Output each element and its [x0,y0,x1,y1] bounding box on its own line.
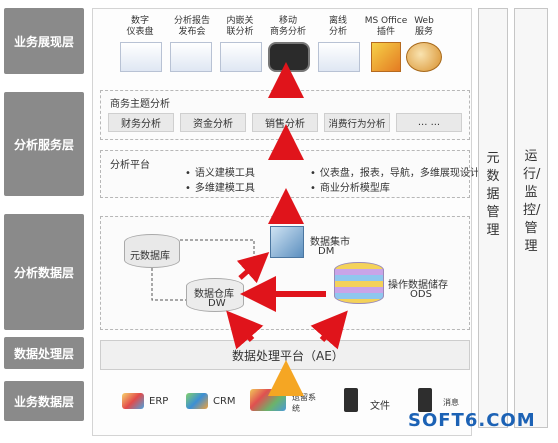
app-label: 发布会 [178,27,206,37]
source-erp-label: ERP [149,396,169,407]
app-label: 数字 [130,16,149,26]
tab-consumer-behavior-analysis: 消费行为分析 [324,113,390,132]
platform-item: 多维建模工具 [185,179,255,194]
data-mart-label-2: DM [318,246,335,257]
app-label: 联分析 [226,27,254,37]
app-label: 离线 [328,16,347,26]
source-legacy-label: 遗留系统 [292,393,316,413]
operations-management-label: 运行/监控/管理 [523,149,541,254]
app-label: 仪表盘 [126,27,154,37]
mobile-device-icon [268,42,310,72]
layer-business-data: 业务数据层 [4,381,84,421]
message-icon [418,388,432,412]
office-logo-icon [371,42,401,72]
layer-presentation: 业务展现层 [4,8,84,74]
metadata-management-label: 元数据管理 [486,151,500,238]
source-crm-label: CRM [213,396,236,407]
ods-label-2: ODS [410,289,432,300]
data-mart-label-1: 数据集市 [310,237,350,248]
data-warehouse-label-2: DW [208,298,226,309]
data-mart-cube-icon [270,226,304,258]
analysis-platform-title: 分析平台 [110,160,150,171]
app-label: 分析 [328,27,347,37]
platform-item: 商业分析模型库 [310,179,390,194]
app-label: Web [414,16,434,26]
tab-capital-analysis: 资金分析 [180,113,246,132]
app-label: 移动 [278,16,297,26]
app-label: 内嵌关 [226,16,254,26]
offline-thumbnail-icon [318,42,360,72]
data-warehouse-label-1: 数据仓库 [194,289,234,300]
app-label: 插件 [376,27,395,37]
embedded-thumbnail-icon [220,42,262,72]
ods-database-stack-icon [334,262,384,304]
watermark: SOFT6.COM [408,410,536,431]
business-topics-title: 商务主题分析 [110,99,170,110]
metadata-store-label: 元数据库 [130,251,170,262]
app-label: 服务 [414,27,433,37]
file-icon [344,388,358,412]
erp-icon [122,393,144,409]
platform-item: 语义建模工具 [185,164,255,179]
app-label: 商务分析 [269,27,306,37]
source-file-label: 文件 [370,401,390,412]
source-message-label: 消息 [443,398,459,407]
layer-analysis-service: 分析服务层 [4,92,84,196]
metadata-management-panel [478,8,508,428]
tab-sales-analysis: 销售分析 [252,113,318,132]
report-thumbnail-icon [170,42,212,72]
app-label: MS Office [364,16,408,26]
web-globe-icon [406,42,442,72]
ods-label-1: 操作数据储存 [388,280,448,291]
crm-icon [186,393,208,409]
legacy-system-icon [250,389,286,411]
dashboard-thumbnail-icon [120,42,162,72]
layer-analysis-data: 分析数据层 [4,214,84,330]
processing-platform-label: 数据处理平台（AE） [232,349,344,363]
operations-management-panel [514,8,548,428]
metadata-store-cylinder-icon [124,234,180,268]
platform-item: 仪表盘，报表，导航，多维展现设计 [310,164,480,179]
tab-finance-analysis: 财务分析 [108,113,174,132]
layer-data-processing: 数据处理层 [4,337,84,369]
app-label: 分析报告 [173,16,210,26]
tab-more: ... ... [396,113,462,132]
